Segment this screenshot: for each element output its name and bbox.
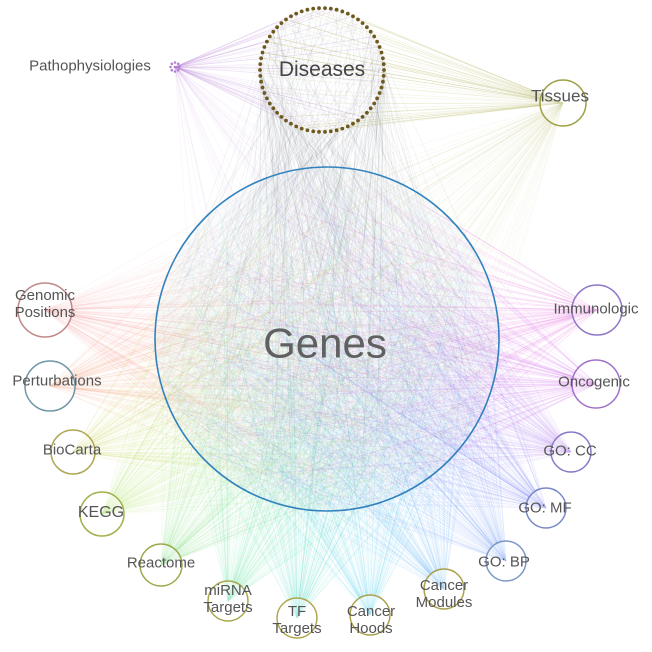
perturbations-node[interactable] [24, 360, 76, 412]
kegg-node[interactable] [79, 491, 125, 537]
cancer-hoods-node[interactable] [349, 594, 391, 636]
edges-go-cc [163, 167, 572, 506]
go-bp-node[interactable] [485, 540, 527, 582]
edges-cancer-hoods [165, 181, 495, 616]
reactome-node[interactable] [139, 543, 183, 587]
edges-go-mf [174, 177, 547, 509]
edges-tissues [164, 102, 564, 507]
edges-oncogenic [172, 183, 597, 494]
genes-node[interactable] [154, 166, 500, 512]
edges-tissues [259, 8, 564, 132]
edges-genomic-positions [44, 177, 499, 510]
edges-kegg [101, 168, 486, 515]
edges-cancer-modules [167, 195, 486, 590]
edges-go-bp [165, 172, 507, 562]
edges-immunologic [181, 180, 598, 507]
biocarta-node[interactable] [50, 429, 96, 475]
edges-pathophysiologies [174, 66, 486, 491]
genomic-positions-node[interactable] [17, 282, 73, 338]
diseases-node[interactable] [258, 6, 386, 134]
tissues-node[interactable] [539, 79, 587, 127]
immunologic-node[interactable] [571, 284, 623, 336]
mirna-targets-node[interactable] [207, 580, 249, 622]
edges-tf-targets [159, 177, 494, 619]
tf-targets-node[interactable] [276, 597, 318, 639]
edges-reactome [160, 168, 490, 566]
pathophysiologies-node[interactable] [169, 61, 181, 73]
edges-biocarta [72, 177, 487, 502]
go-mf-node[interactable] [525, 487, 567, 529]
edges-diseases [156, 7, 497, 496]
edges-pathophysiologies [174, 7, 385, 133]
cancer-modules-node[interactable] [423, 568, 465, 610]
oncogenic-node[interactable] [571, 359, 621, 409]
go-cc-node[interactable] [550, 431, 592, 473]
edges-mirna-targets [160, 191, 480, 602]
edges-perturbations [49, 173, 476, 503]
